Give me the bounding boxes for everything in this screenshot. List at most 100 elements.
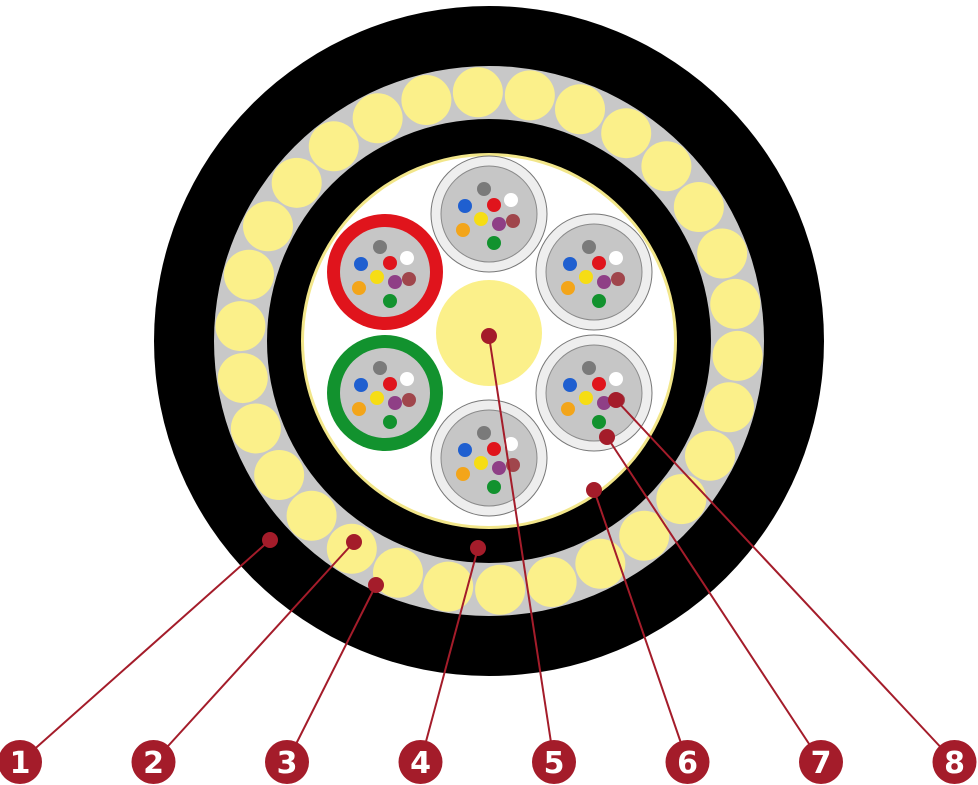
armor-wire [286, 490, 337, 541]
callout-number-5: 5 [544, 746, 565, 781]
callout-anchor-dot [481, 328, 497, 344]
optical-fiber [474, 456, 488, 470]
armor-wire [215, 301, 266, 352]
callout-number-3: 3 [277, 746, 298, 781]
callout-leader-line [606, 436, 822, 763]
armor-wire-layer [215, 67, 763, 615]
optical-fiber [477, 426, 491, 440]
optical-fiber [456, 467, 470, 481]
optical-fiber [474, 212, 488, 226]
callout-number-badge [532, 740, 576, 784]
loose-tubes [327, 155, 653, 517]
optical-fiber [563, 257, 577, 271]
loose-tube [430, 399, 548, 517]
optical-fiber [609, 372, 623, 386]
armor-wire [656, 474, 707, 525]
tube-gel [440, 165, 538, 263]
optical-fiber [370, 270, 384, 284]
armor-wire [452, 67, 503, 118]
optical-fiber [504, 437, 518, 451]
callout-anchor-dot [599, 429, 615, 445]
optical-fiber [400, 251, 414, 265]
optical-fiber [383, 256, 397, 270]
optical-fiber [383, 415, 397, 429]
optical-fiber [402, 393, 416, 407]
loose-tube [327, 214, 443, 330]
optical-fiber [477, 182, 491, 196]
optical-fiber [388, 396, 402, 410]
callout-anchor-dot [346, 534, 362, 550]
armor-wire [423, 561, 474, 612]
callout-number-2: 2 [143, 746, 164, 781]
optical-fiber [582, 240, 596, 254]
callout-anchor-dot [608, 392, 624, 408]
callout-number-8: 8 [944, 746, 965, 781]
callout-number-badge [265, 740, 309, 784]
callout-number-badge [665, 740, 710, 784]
callout-leader-line [152, 541, 355, 763]
armor-wire [271, 157, 322, 208]
callout-number-7: 7 [811, 746, 832, 781]
optical-fiber [597, 396, 611, 410]
optical-fiber [592, 415, 606, 429]
armor-wire [254, 450, 305, 501]
loose-tube [327, 335, 443, 451]
armor-wire [352, 93, 403, 144]
optical-fiber [373, 240, 387, 254]
optical-fiber [506, 214, 520, 228]
armor-wire [475, 564, 526, 615]
optical-fiber [352, 281, 366, 295]
callout-number-badge [799, 740, 843, 784]
optical-fiber [592, 294, 606, 308]
optical-fiber [354, 378, 368, 392]
optical-fiber [592, 377, 606, 391]
optical-fiber [388, 275, 402, 289]
loose-tube [535, 213, 653, 331]
callout-number-4: 4 [410, 746, 431, 781]
armor-wire [217, 353, 268, 404]
optical-fiber [487, 198, 501, 212]
callout-number-badge [131, 740, 176, 784]
callout-leader-line [488, 335, 555, 763]
armor-wire [526, 557, 577, 608]
optical-fiber [383, 294, 397, 308]
optical-fiber [456, 223, 470, 237]
loose-tube [535, 334, 653, 452]
tube-gel [340, 348, 430, 438]
armor-wire [555, 84, 606, 135]
armor-wire [575, 538, 626, 589]
armor-wire [223, 249, 274, 300]
callout-number-badge [932, 740, 977, 784]
callout-number-badge [398, 740, 443, 784]
optical-fiber [492, 217, 506, 231]
optical-fiber [458, 199, 472, 213]
tube-gel [440, 409, 538, 507]
armor-wire [684, 430, 735, 481]
optical-fiber [504, 193, 518, 207]
optical-fiber [609, 251, 623, 265]
callout-number-1: 1 [10, 746, 31, 781]
tube-gel [545, 344, 643, 442]
optical-fiber [492, 461, 506, 475]
callout-number-badge [0, 740, 42, 784]
armor-wire [712, 330, 763, 381]
optical-fiber [561, 281, 575, 295]
optical-fiber [402, 272, 416, 286]
armor-wire [230, 403, 281, 454]
optical-fiber [373, 361, 387, 375]
optical-fiber [611, 272, 625, 286]
optical-fiber [487, 442, 501, 456]
optical-fiber [561, 402, 575, 416]
optical-fiber [563, 378, 577, 392]
armor-wire [641, 141, 692, 192]
armor-wire [372, 547, 423, 598]
optical-fiber [354, 257, 368, 271]
tube-gel [545, 223, 643, 321]
armor-wire [601, 108, 652, 159]
optical-fiber [400, 372, 414, 386]
callout-anchor-dot [586, 482, 602, 498]
optical-fiber [352, 402, 366, 416]
loose-tube [430, 155, 548, 273]
armor-wire [697, 228, 748, 279]
